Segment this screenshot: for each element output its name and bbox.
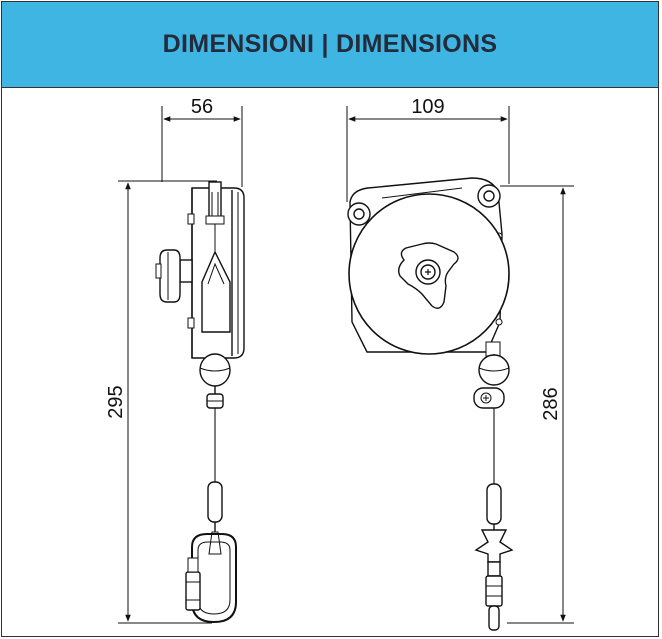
header-bar: DIMENSIONI | DIMENSIONS (2, 2, 658, 88)
side-height-label: 295 (105, 385, 127, 418)
front-height-label: 286 (540, 387, 562, 420)
front-view: 109 286 (346, 96, 574, 631)
side-carabiner (185, 533, 237, 624)
page-title: DIMENSIONI | DIMENSIONS (162, 30, 498, 58)
side-view: 56 295 (105, 96, 245, 624)
front-width-label: 109 (411, 96, 444, 118)
front-ball-stop (473, 341, 510, 409)
side-width-label: 56 (191, 96, 213, 118)
dimension-front-height: 286 (500, 185, 574, 624)
side-housing (155, 181, 245, 359)
dimension-front-width: 109 (346, 96, 510, 202)
dimension-side-width: 56 (161, 96, 243, 187)
dimension-side-height: 295 (105, 180, 217, 624)
side-sleeve (207, 481, 223, 555)
side-ball-stop (199, 353, 231, 409)
front-swivel-hook (474, 529, 514, 631)
front-sleeve (486, 483, 502, 530)
front-drum (348, 193, 510, 355)
technical-drawing: 56 295 (105, 96, 574, 631)
